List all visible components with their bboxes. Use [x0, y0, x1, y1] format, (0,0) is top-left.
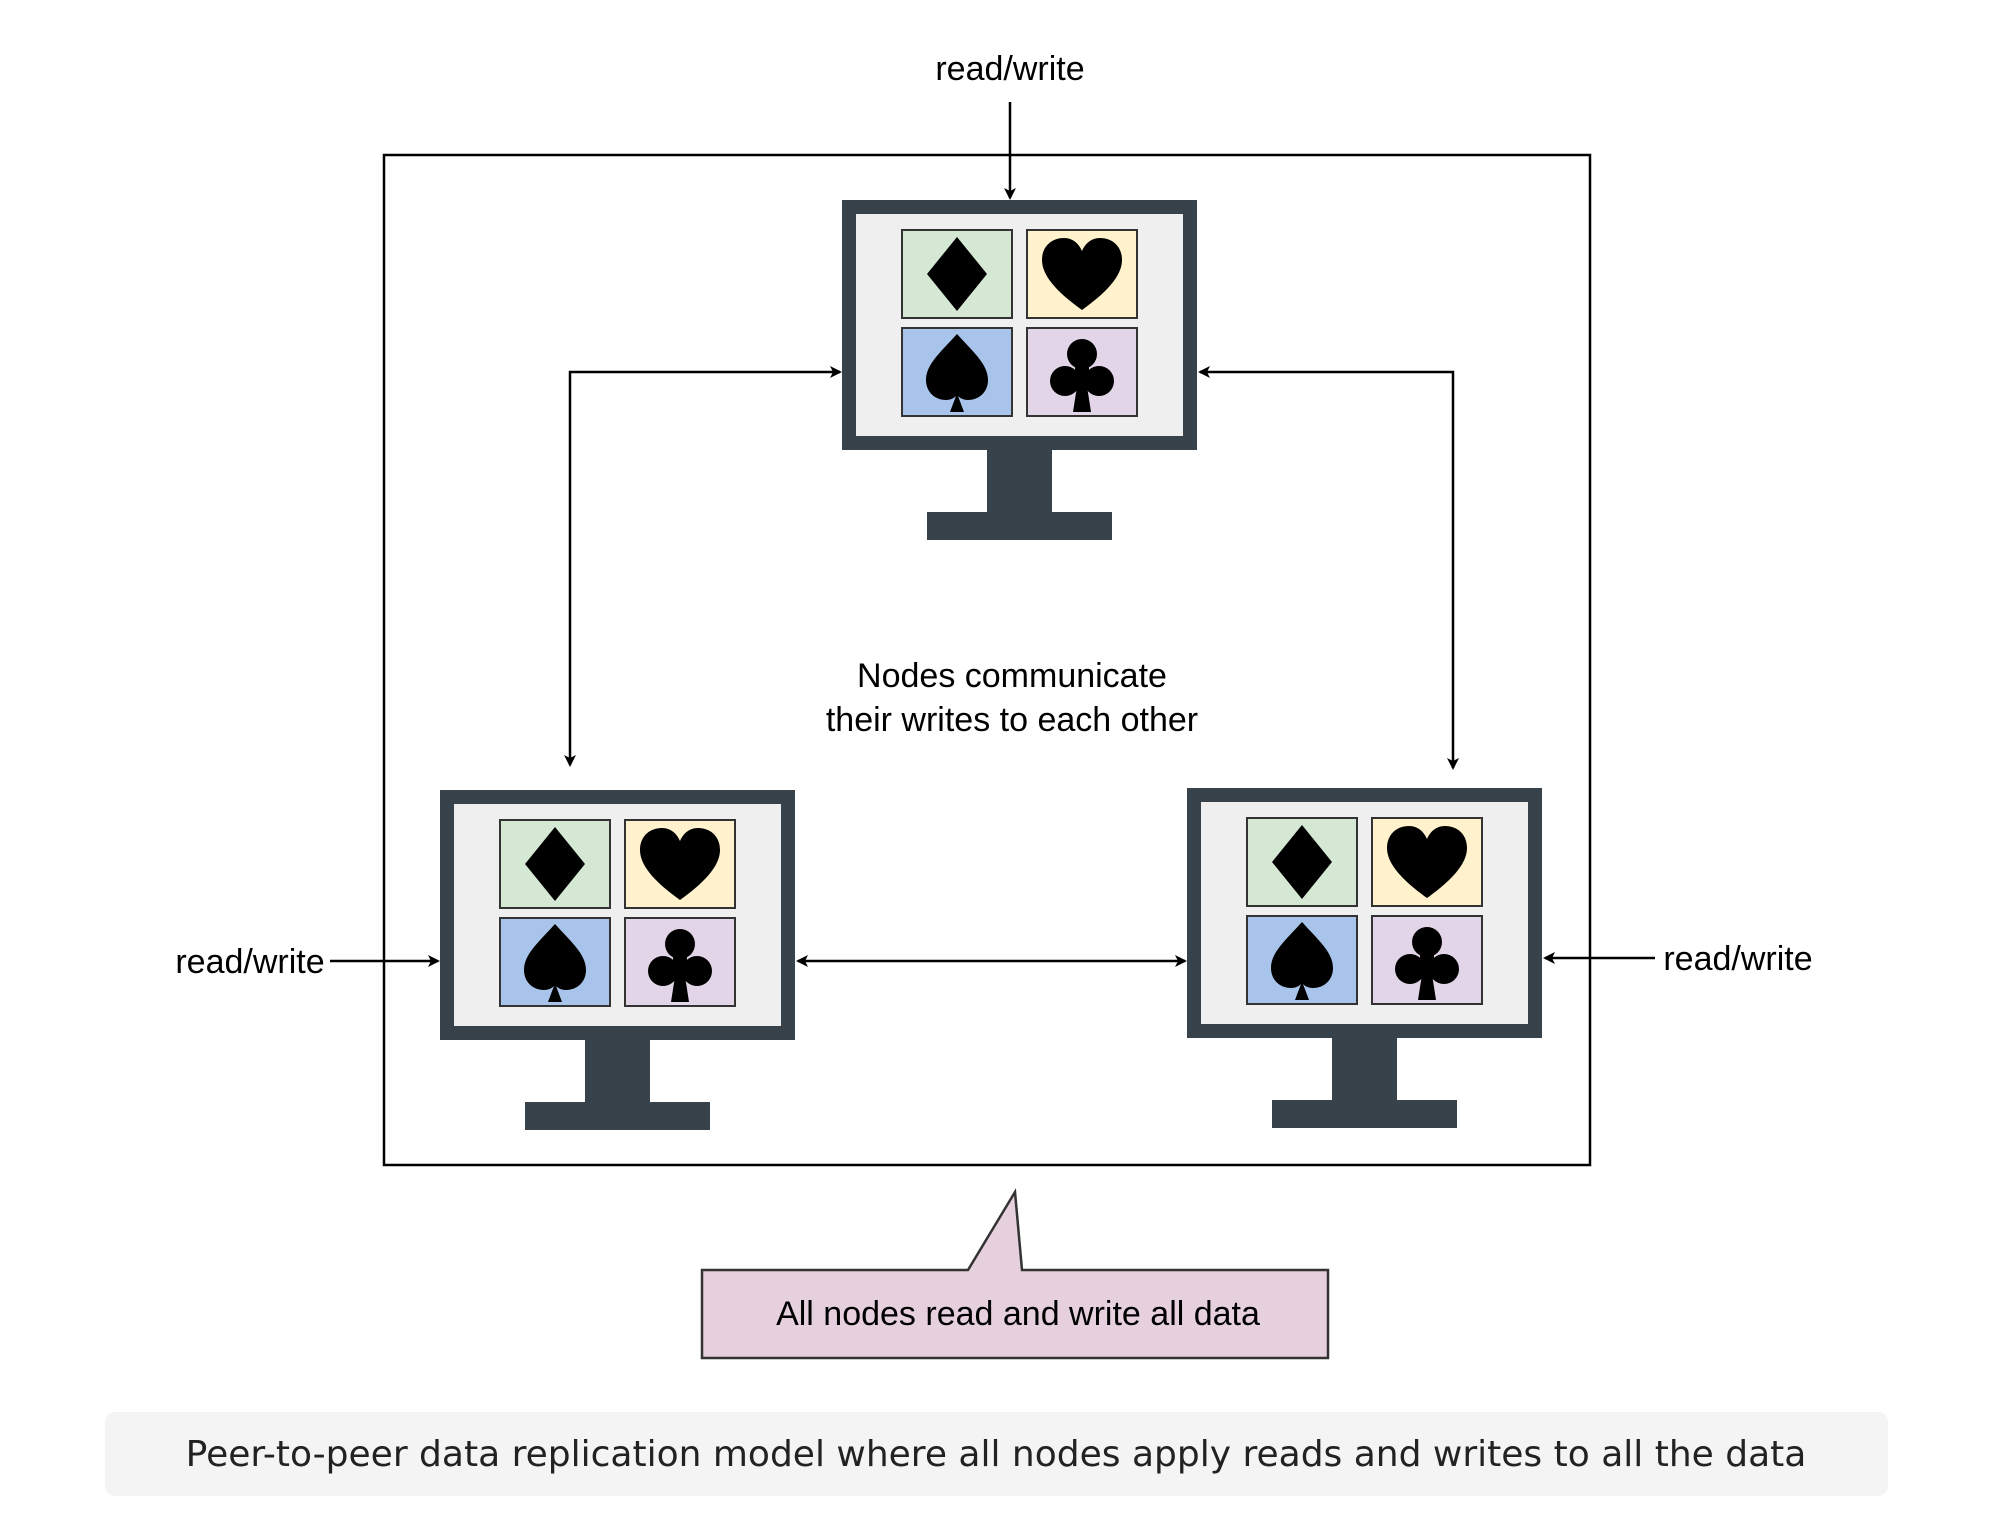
center-note-line-1: Nodes communicate — [857, 657, 1167, 695]
top-right-sync-arrow — [1198, 366, 1459, 770]
left-read-write-label: read/write — [175, 943, 324, 981]
bottom-right-node-monitor — [1186, 787, 1543, 1129]
bottom-left-node-monitor — [439, 789, 796, 1131]
callout-text: All nodes read and write all data — [776, 1295, 1260, 1333]
callout-box — [700, 1188, 1330, 1360]
right-read-write-label: read/write — [1663, 940, 1812, 978]
top-node-monitor — [841, 199, 1198, 541]
caption-box — [105, 1412, 1888, 1496]
top-left-sync-arrow — [564, 366, 842, 767]
center-note-line-2: their writes to each other — [826, 701, 1198, 739]
cluster-boundary — [382, 153, 1592, 1167]
caption-text: Peer-to-peer data replication model wher… — [186, 1434, 1807, 1475]
top-read-write-label: read/write — [935, 50, 1084, 88]
